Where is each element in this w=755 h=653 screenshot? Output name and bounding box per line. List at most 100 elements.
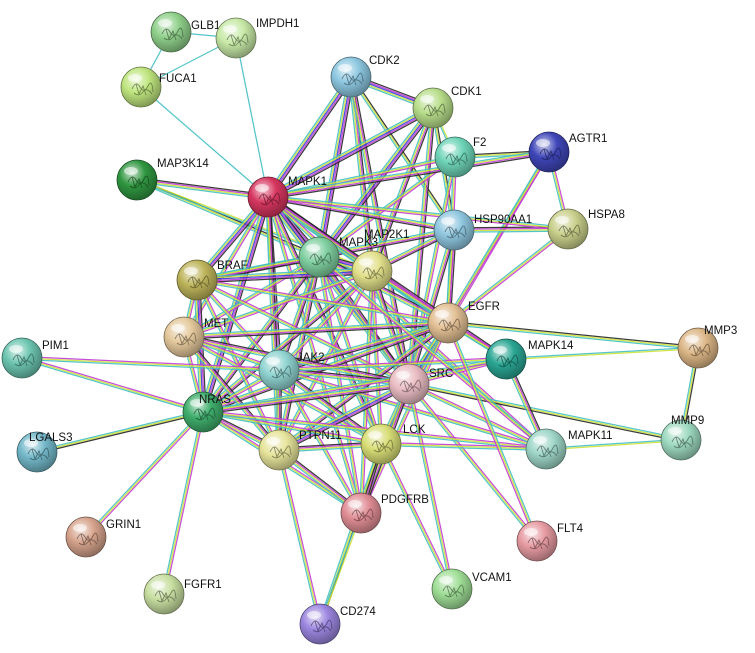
node-sphere[interactable]: [547, 208, 589, 250]
node-impdh1[interactable]: IMPDH1: [215, 17, 299, 59]
node-sphere[interactable]: [434, 136, 476, 178]
node-sphere[interactable]: [258, 429, 300, 471]
node-sphere[interactable]: [330, 56, 372, 98]
node-map3k14[interactable]: MAP3K14: [116, 158, 209, 201]
edge-evidence-line: [380, 441, 547, 449]
node-ptpn11[interactable]: PTPN11: [258, 429, 342, 471]
node-pim1[interactable]: PIM1: [1, 337, 69, 379]
node-grin1[interactable]: GRIN1: [65, 516, 141, 558]
node-fgfr1[interactable]: FGFR1: [143, 573, 222, 615]
edge-pim1-nras: [20, 355, 205, 415]
node-lck[interactable]: LCK: [360, 423, 426, 465]
edge-evidence-line: [202, 356, 507, 412]
edge-evidence-line: [545, 440, 682, 451]
edge-evidence-line: [267, 196, 569, 230]
edge-pim1-jak2: [21, 355, 280, 373]
node-sphere[interactable]: [299, 603, 341, 645]
node-sphere[interactable]: [1, 337, 43, 379]
node-mapk1[interactable]: MAPK1: [247, 176, 327, 218]
node-cd274[interactable]: CD274: [299, 603, 376, 645]
node-hsp90aa1[interactable]: HSP90AA1: [433, 209, 532, 251]
edge-evidence-line: [278, 359, 507, 373]
edge-src-nras: [202, 381, 410, 415]
edge-evidence-line: [21, 358, 280, 373]
edge-evidence-line: [278, 324, 450, 373]
node-sphere[interactable]: [176, 259, 218, 301]
node-sphere[interactable]: [163, 316, 205, 358]
sphere-highlight: [255, 184, 269, 192]
node-mmp9[interactable]: MMP9: [660, 415, 704, 461]
protein-structure-icon: [269, 445, 292, 459]
node-nras[interactable]: NRAS: [182, 391, 231, 433]
edge-evidence-line: [21, 355, 205, 412]
node-sphere[interactable]: [351, 250, 393, 292]
protein-structure-icon: [12, 353, 35, 367]
edge-evidence-line: [267, 196, 362, 514]
node-lgals3[interactable]: LGALS3: [16, 431, 72, 473]
node-flt4[interactable]: FLT4: [516, 520, 584, 562]
edge-nras-fgfr1: [161, 411, 206, 595]
node-map2k1[interactable]: MAP2K1: [351, 229, 409, 292]
node-sphere[interactable]: [143, 573, 185, 615]
node-braf[interactable]: BRAF: [176, 259, 248, 301]
protein-structure-icon: [351, 508, 374, 522]
node-sphere[interactable]: [247, 176, 289, 218]
edge-cdk2-mapk1: [264, 74, 355, 200]
edge-evidence-line: [268, 195, 364, 514]
node-egfr[interactable]: EGFR: [427, 301, 500, 344]
node-sphere[interactable]: [431, 568, 473, 610]
node-sphere[interactable]: [116, 159, 158, 201]
node-sphere[interactable]: [298, 236, 340, 278]
node-sphere[interactable]: [150, 11, 192, 53]
node-fuca1[interactable]: FUCA1: [120, 66, 197, 108]
protein-structure-icon: [310, 619, 333, 633]
edge-jak2-mapk14: [278, 356, 507, 373]
node-cdk1[interactable]: CDK1: [412, 86, 482, 129]
node-sphere[interactable]: [427, 302, 469, 344]
node-sphere[interactable]: [360, 423, 402, 465]
node-sphere[interactable]: [65, 516, 107, 558]
node-sphere[interactable]: [340, 492, 382, 534]
sphere-highlight: [435, 310, 449, 318]
node-cdk2[interactable]: CDK2: [330, 55, 400, 98]
node-sphere[interactable]: [528, 131, 570, 173]
node-jak2[interactable]: JAK2: [258, 349, 325, 391]
edge-evidence-line: [265, 196, 361, 515]
node-sphere[interactable]: [120, 66, 162, 108]
node-sphere[interactable]: [516, 520, 558, 562]
node-sphere[interactable]: [388, 363, 430, 405]
node-sphere[interactable]: [412, 87, 454, 129]
node-f2[interactable]: F2: [434, 136, 486, 178]
node-hspa8[interactable]: HSPA8: [547, 208, 625, 250]
node-sphere[interactable]: [258, 349, 300, 391]
sphere-highlight: [685, 335, 699, 343]
protein-structure-icon: [399, 379, 422, 393]
edge-evidence-line: [278, 449, 321, 625]
protein-structure-icon: [161, 27, 184, 41]
edge-evidence-line: [196, 258, 321, 283]
node-glb1[interactable]: GLB1: [150, 11, 220, 53]
edge-evidence-line: [505, 346, 699, 359]
node-sphere[interactable]: [525, 428, 567, 470]
node-mmp3[interactable]: MMP3: [677, 325, 737, 369]
edge-evidence-line: [183, 256, 320, 338]
edge-src-flt4: [407, 382, 539, 543]
node-sphere[interactable]: [433, 209, 475, 251]
node-mapk3[interactable]: MAPK3: [298, 236, 378, 278]
node-agtr1[interactable]: AGTR1: [528, 131, 607, 173]
node-sphere[interactable]: [485, 338, 527, 380]
node-src[interactable]: SRC: [388, 363, 453, 405]
node-mapk14[interactable]: MAPK14: [485, 338, 574, 380]
edge-evidence-line: [267, 149, 550, 196]
edge-evidence-line: [85, 411, 204, 538]
node-mapk11[interactable]: MAPK11: [525, 428, 613, 470]
node-met[interactable]: MET: [163, 316, 228, 358]
edge-evidence-line: [348, 76, 371, 272]
edge-evidence-line: [196, 267, 373, 278]
protein-structure-icon: [444, 225, 467, 239]
node-vcam1[interactable]: VCAM1: [431, 568, 512, 610]
node-pdgfrb[interactable]: PDGFRB: [340, 492, 429, 534]
sphere-highlight: [128, 74, 142, 82]
edge-evidence-line: [202, 409, 382, 444]
node-sphere[interactable]: [215, 17, 257, 59]
